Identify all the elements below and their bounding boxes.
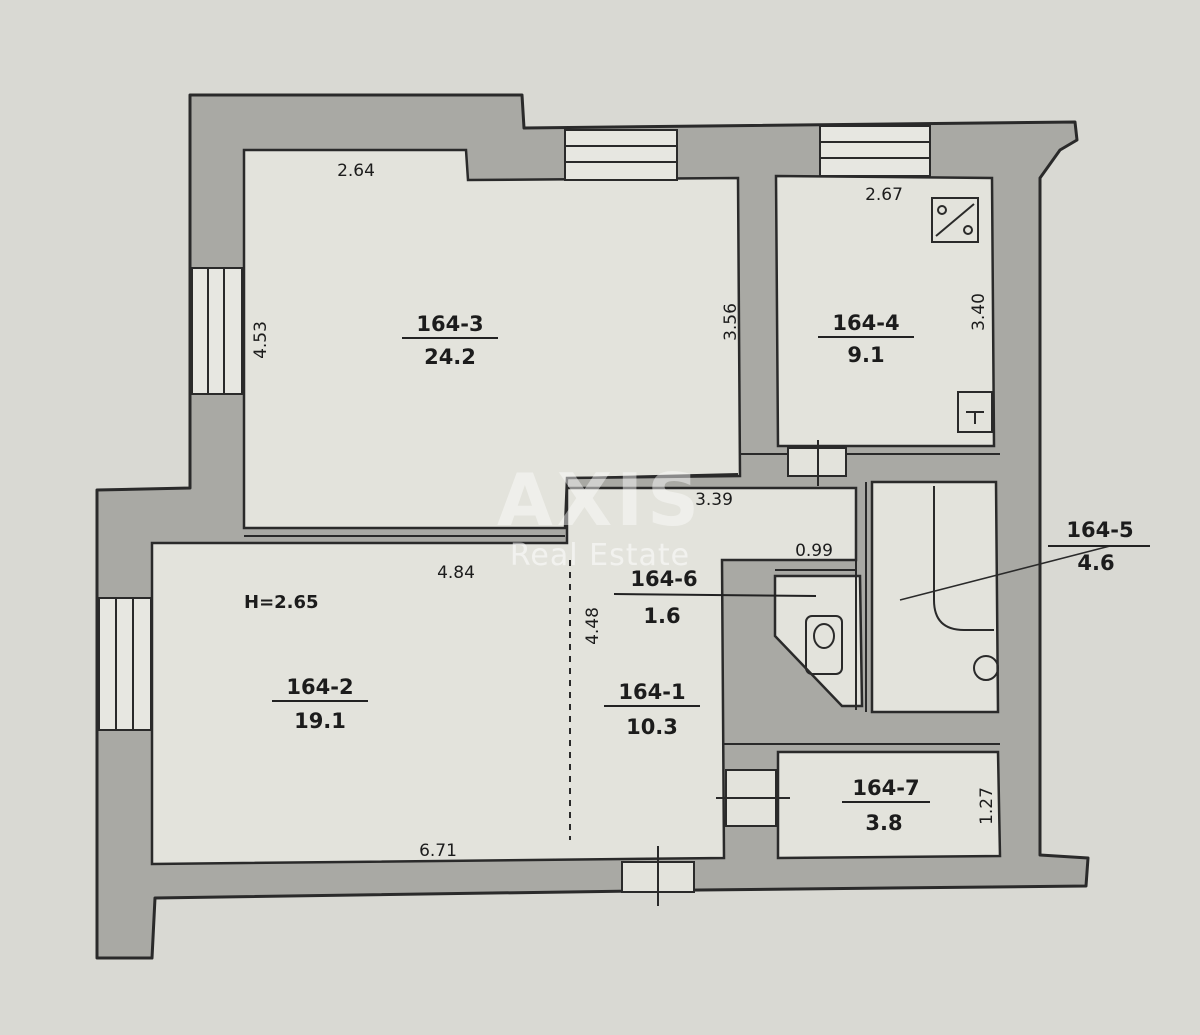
room-id: 164-5: [1066, 518, 1133, 542]
room-164-4-floor: [774, 174, 996, 448]
room-area: 24.2: [424, 345, 476, 369]
bathtub-icon: [933, 486, 999, 681]
room-label-164-1: 164-1 10.3: [604, 680, 700, 739]
partitions: [244, 453, 1000, 840]
room-label-164-7: 164-7 3.8: [842, 776, 930, 835]
room-label-164-5: 164-5 4.6: [1048, 518, 1150, 575]
room-id: 164-2: [286, 675, 353, 699]
dimension-label: 4.48: [583, 607, 603, 645]
room-label-164-4: 164-4 9.1: [818, 311, 914, 367]
watermark-brand: AXIS: [497, 458, 703, 542]
room-label-164-6: 164-6 1.6: [613, 567, 817, 628]
dimension-label: 2.64: [337, 161, 375, 181]
window-left-lower: [98, 597, 152, 731]
boiler-icon: [931, 197, 979, 243]
door-164-7: [716, 769, 790, 827]
dimension-label: 4.84: [437, 563, 475, 583]
room-id: 164-7: [852, 776, 919, 800]
door-164-4: [787, 440, 847, 486]
dimension-labels: 2.64 2.67 4.53 3.56 3.40 3.39 0.99 4.84 …: [251, 161, 997, 861]
room-area: 19.1: [294, 709, 346, 733]
room-area: 10.3: [626, 715, 678, 739]
room-area: 9.1: [847, 343, 884, 367]
dimension-label: 3.39: [695, 490, 733, 510]
room-id: 164-1: [618, 680, 685, 704]
dimension-label: 2.67: [865, 185, 903, 205]
dimension-label: 4.53: [251, 321, 271, 359]
watermark: AXIS Real Estate: [497, 458, 703, 573]
ceiling-height-label: H=2.65: [244, 592, 319, 613]
windows: [98, 125, 931, 731]
room-label-164-3: 164-3 24.2: [402, 312, 498, 369]
window-top-right: [819, 125, 931, 177]
room-label-164-2: 164-2 19.1: [272, 675, 368, 733]
room-id: 164-4: [832, 311, 899, 335]
room-area: 1.6: [643, 604, 680, 628]
window-left-upper: [191, 267, 243, 395]
room-id: 164-6: [630, 567, 697, 591]
dimension-label: 6.71: [419, 841, 457, 861]
dimension-label: 1.27: [977, 787, 997, 825]
dimension-label: 0.99: [795, 541, 833, 561]
watermark-subtitle: Real Estate: [510, 538, 690, 573]
sink-icon: [957, 391, 993, 433]
room-id: 164-3: [416, 312, 483, 336]
room-area: 4.6: [1077, 551, 1114, 575]
room-floors: [150, 148, 1002, 866]
room-164-7-floor: [776, 750, 1002, 860]
toilet-icon: [805, 615, 843, 675]
entrance-door: [621, 846, 695, 906]
room-164-5-leader: [899, 545, 1111, 601]
dimension-label: 3.40: [969, 293, 989, 331]
room-area: 3.8: [865, 811, 902, 835]
window-top-left: [564, 129, 678, 181]
dimension-label: 3.56: [721, 303, 741, 341]
